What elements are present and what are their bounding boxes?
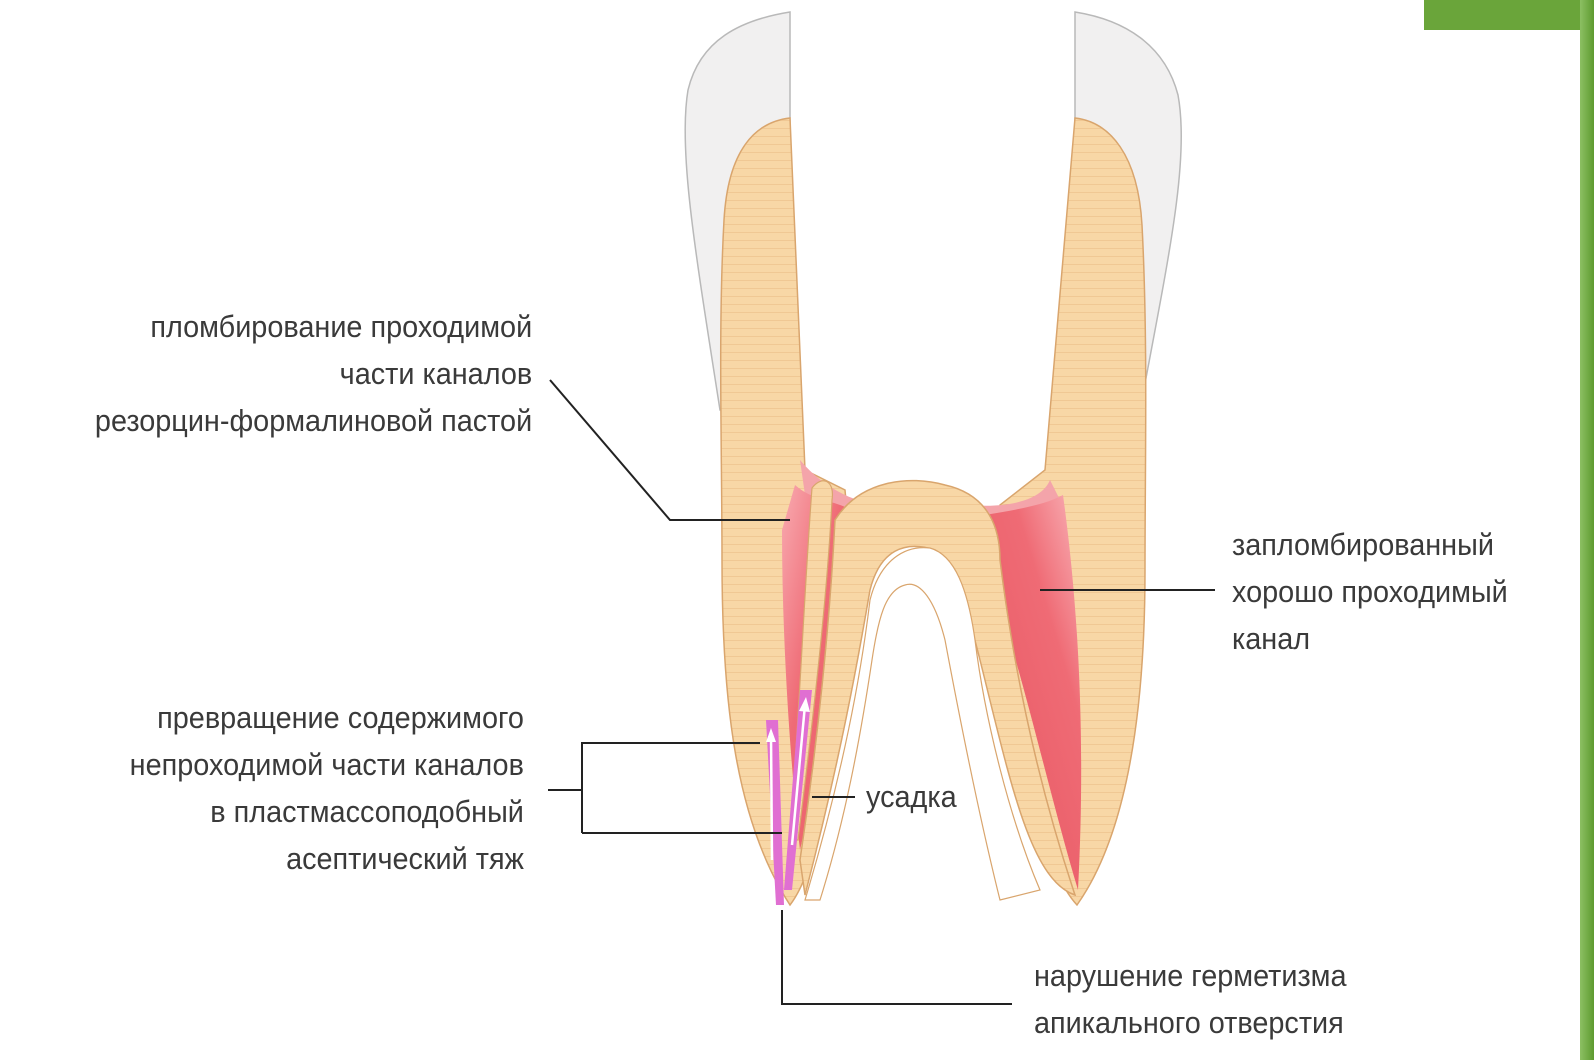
- label-line: превращение содержимого: [130, 694, 524, 741]
- label-line: усадка: [866, 773, 957, 820]
- label-impassable-transformation: превращение содержимого непроходимой час…: [130, 694, 524, 882]
- label-line: пломбирование проходимой: [95, 303, 532, 350]
- label-line: нарушение герметизма: [1034, 952, 1347, 999]
- label-filled-canal: запломбированный хорошо проходимый канал: [1232, 521, 1508, 662]
- label-line: резорцин-формалиновой пастой: [95, 397, 532, 444]
- label-passable-filling: пломбирование проходимой части каналов р…: [95, 303, 532, 444]
- label-line: асептический тяж: [130, 835, 524, 882]
- label-line: непроходимой части каналов: [130, 741, 524, 788]
- label-line: хорошо проходимый: [1232, 568, 1508, 615]
- label-line: запломбированный: [1232, 521, 1508, 568]
- arrow-shaft-left: [771, 735, 772, 860]
- label-line: канал: [1232, 615, 1508, 662]
- label-shrinkage: усадка: [866, 773, 957, 820]
- label-line: апикального отверстия: [1034, 999, 1347, 1046]
- label-apical-breach: нарушение герметизма апикального отверст…: [1034, 952, 1347, 1046]
- leader-impassable-bracket: [548, 743, 760, 790]
- leader-apical-breach: [782, 910, 1012, 1004]
- label-line: в пластмассоподобный: [130, 788, 524, 835]
- label-line: части каналов: [95, 350, 532, 397]
